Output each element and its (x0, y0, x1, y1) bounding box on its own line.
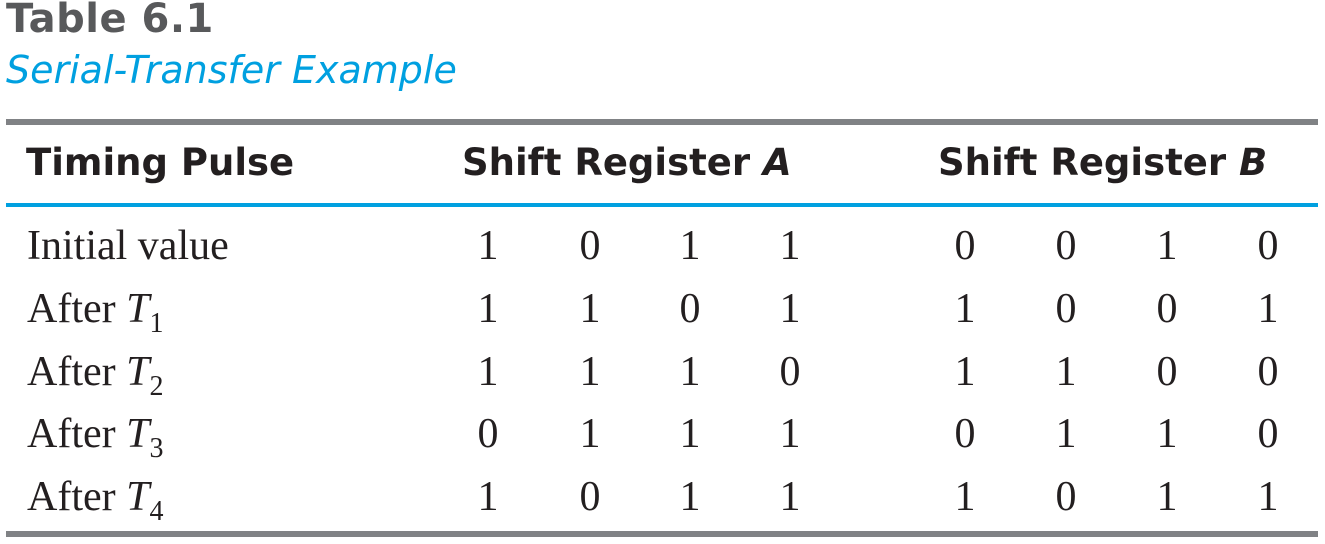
register-a-bit: 0 (679, 286, 701, 332)
register-a-bit: 1 (477, 223, 499, 269)
register-a-bit: 0 (579, 223, 601, 269)
register-b-bit: 0 (1055, 474, 1077, 520)
register-b-bit: 0 (1156, 349, 1178, 395)
register-b-bit: 1 (954, 286, 976, 332)
register-a-bit: 1 (779, 223, 801, 269)
pulse-variable: T (126, 349, 150, 395)
register-a-bit: 1 (477, 349, 499, 395)
register-b-bit: 1 (1257, 286, 1279, 332)
register-b-bit: 0 (1156, 286, 1178, 332)
pulse-subscript: 4 (149, 496, 164, 527)
pulse-subscript: 3 (149, 433, 164, 464)
register-b-bit: 0 (1055, 223, 1077, 269)
pulse-subscript: 2 (149, 371, 164, 402)
register-a-bit: 0 (579, 474, 601, 520)
register-b-bit: 0 (954, 411, 976, 457)
table-row: After T2 1 1 1 0 1 1 0 0 (0, 344, 1325, 406)
table-number: Table 6.1 (6, 0, 214, 42)
pulse-label: After (27, 349, 127, 395)
register-a-bit: 1 (679, 223, 701, 269)
table-title: Serial-Transfer Example (6, 48, 457, 92)
register-b-bit: 1 (1156, 411, 1178, 457)
register-b-bit: 0 (1257, 223, 1279, 269)
header-timing-pulse: Timing Pulse (26, 141, 295, 184)
register-a-bit: 1 (477, 286, 499, 332)
register-a-bit: 1 (779, 474, 801, 520)
timing-pulse-cell: After T4 (27, 473, 163, 528)
register-b-bit: 1 (1055, 411, 1077, 457)
pulse-subscript: 1 (149, 308, 164, 339)
register-b-bit: 1 (1156, 474, 1178, 520)
pulse-label: After (27, 286, 127, 332)
register-a-bit: 1 (477, 474, 499, 520)
table-row: After T4 1 0 1 1 1 0 1 1 (0, 469, 1325, 531)
register-a-bit: 1 (579, 349, 601, 395)
register-b-bit: 1 (1156, 223, 1178, 269)
header-rule (6, 203, 1318, 207)
timing-pulse-cell: After T3 (27, 410, 163, 465)
register-a-bit: 1 (779, 286, 801, 332)
register-b-bit: 1 (1055, 349, 1077, 395)
pulse-label: After (27, 474, 127, 520)
register-b-bit: 0 (1257, 349, 1279, 395)
register-a-bit: 1 (679, 411, 701, 457)
register-b-bit: 0 (954, 223, 976, 269)
pulse-label: After (27, 411, 127, 457)
header-b-text: Shift Register (938, 141, 1240, 184)
register-a-bit: 1 (579, 286, 601, 332)
top-rule (6, 119, 1318, 125)
register-b-bit: 1 (954, 349, 976, 395)
header-shift-register-a: Shift Register A (462, 141, 792, 184)
header-shift-register-b: Shift Register B (938, 141, 1267, 184)
register-b-bit: 1 (954, 474, 976, 520)
register-a-bit: 0 (477, 411, 499, 457)
register-a-bit: 1 (579, 411, 601, 457)
header-a-var: A (763, 141, 792, 184)
register-a-bit: 1 (779, 411, 801, 457)
register-a-bit: 0 (779, 349, 801, 395)
table-row: After T3 0 1 1 1 0 1 1 0 (0, 406, 1325, 468)
header-a-text: Shift Register (462, 141, 764, 184)
register-a-bit: 1 (679, 349, 701, 395)
timing-pulse-cell: After T1 (27, 285, 163, 340)
bottom-rule (6, 531, 1318, 537)
pulse-label: Initial value (27, 223, 229, 269)
timing-pulse-cell: Initial value (27, 222, 229, 270)
pulse-variable: T (126, 411, 150, 457)
register-b-bit: 0 (1257, 411, 1279, 457)
table-row: Initial value 1 0 1 1 0 0 1 0 (0, 218, 1325, 280)
register-b-bit: 1 (1257, 474, 1279, 520)
header-b-var: B (1239, 141, 1268, 184)
register-a-bit: 1 (679, 474, 701, 520)
pulse-variable: T (126, 474, 150, 520)
timing-pulse-cell: After T2 (27, 348, 163, 403)
pulse-variable: T (126, 286, 150, 332)
register-b-bit: 0 (1055, 286, 1077, 332)
